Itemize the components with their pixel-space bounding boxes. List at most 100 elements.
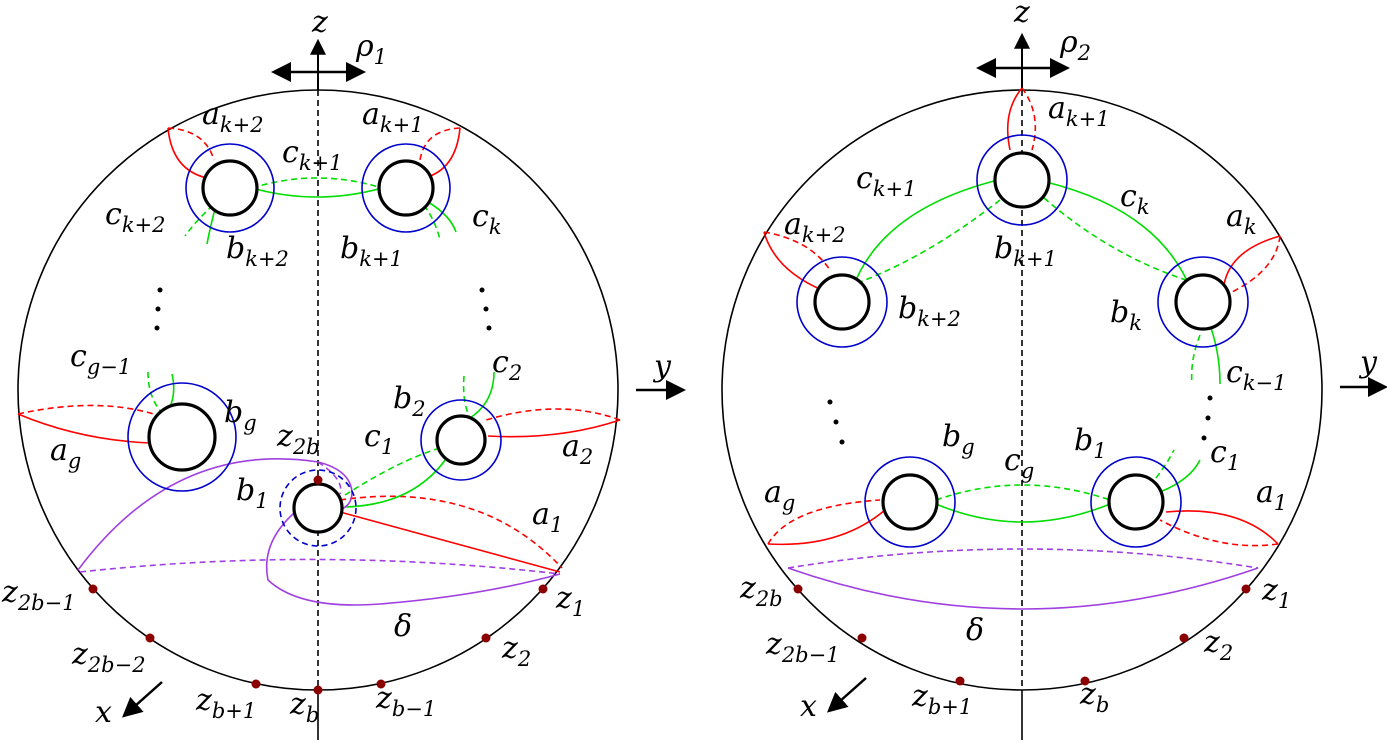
right-ellipsis-dot	[827, 399, 833, 405]
left-hole-1	[292, 482, 344, 534]
right-point-z-2b-1	[857, 633, 867, 643]
right-curve-a-k2-dashed	[763, 231, 831, 271]
right-label-z-2b: z2b	[739, 571, 783, 611]
right-label-c-k: ck	[1120, 179, 1150, 219]
left-curve-c-k-solid	[427, 201, 457, 233]
right-curve-a-k-solid	[1223, 235, 1281, 286]
right-curve-c-k1-dashed	[859, 199, 1001, 283]
left-label-b-1: b1	[236, 473, 269, 513]
left-label-rho: ρ1	[355, 29, 387, 69]
right-label-a-1: a1	[1256, 475, 1287, 515]
right-curve-c-k-solid	[1045, 181, 1193, 293]
left-curve-c-1-dashed	[344, 447, 441, 496]
left-curve-c-1-solid	[344, 455, 449, 508]
left-ellipsis-dot	[154, 325, 160, 331]
left-b-k1-circle	[361, 143, 451, 233]
right-point-z-b	[1080, 676, 1090, 686]
right-ellipsis-dot	[1207, 395, 1213, 401]
right-label-b-g: bg	[942, 419, 975, 459]
right-curve-a-k1-solid	[1006, 87, 1023, 151]
right-label-b-k1: bk+1	[994, 231, 1057, 271]
left-b-k2-circle	[185, 143, 275, 233]
left-label-c-1: c1	[364, 419, 394, 459]
left-ellipsis-dot	[483, 306, 489, 312]
left-label-a-2: a2	[562, 429, 593, 469]
left-label-z-b1p: zb+1	[195, 683, 256, 723]
right-curve-delta-dashed	[787, 548, 1259, 569]
left-b-g-circle	[127, 382, 237, 492]
right-hole-1	[1107, 473, 1165, 531]
left-label-c-g1: cg−1	[70, 339, 131, 379]
right-curve-delta-solid	[787, 567, 1259, 610]
right-curve-a-1-dashed	[1159, 519, 1279, 547]
left-point-z-2	[481, 633, 491, 643]
right-label-a-g: ag	[764, 475, 795, 515]
left-curve-a-1-dashed	[339, 495, 563, 569]
right-hole-k1	[993, 151, 1051, 209]
left-ellipsis-dot	[486, 325, 492, 331]
right-curve-a-k-dashed	[1231, 235, 1281, 293]
left-curve-a-1-solid	[339, 511, 561, 573]
left-label-b-g: bg	[224, 395, 257, 435]
left-point-z-1	[538, 584, 548, 594]
left-point-z-2b-1	[88, 584, 98, 594]
right-ellipsis-dot	[833, 419, 839, 425]
right-label-a-k: ak	[1226, 199, 1257, 239]
left-label-a-k1: ak+1	[362, 97, 424, 137]
left-label-z-2b-2: z2b−2	[71, 637, 146, 677]
left-curve-a-g-dashed	[17, 404, 161, 417]
right-label-b-1: b1	[1074, 423, 1107, 463]
left-curve-a-k1-solid	[423, 127, 461, 179]
left-label-z-axis: z	[311, 5, 328, 40]
left-ellipsis-dot	[157, 287, 163, 293]
right-label-rho: ρ2	[1059, 25, 1091, 65]
left-curve-a-k2-dashed	[167, 127, 215, 161]
left-label-b-k2: bk+2	[226, 231, 289, 271]
left-label-z-b1m: zb−1	[375, 681, 436, 721]
right-label-z-b: zb	[1079, 677, 1109, 717]
right-b-k1-circle	[976, 134, 1068, 226]
right-b-1-circle	[1090, 456, 1182, 548]
left-curve-a-k2-solid	[167, 127, 208, 179]
left-point-z-b	[313, 685, 323, 695]
right-hole-g	[881, 473, 939, 531]
right-label-c-k1: ck+1	[856, 161, 917, 201]
right-label-delta: δ	[966, 613, 984, 648]
left-label-c-k1: ck+1	[282, 135, 343, 175]
left-label-delta: δ	[394, 609, 412, 644]
right-curve-c-k-dashed	[1043, 197, 1187, 281]
right-ellipsis-dot	[839, 439, 845, 445]
right-x-arrow	[827, 677, 867, 713]
right-label-a-k2: ak+2	[784, 207, 846, 247]
right-label-c-1: c1	[1210, 435, 1240, 475]
right-hole-k2	[813, 273, 871, 331]
right-curve-c-k1-solid	[851, 179, 999, 291]
left-point-z-2b-2	[145, 633, 155, 643]
left-curve-c-2-dashed	[462, 375, 471, 419]
right-label-y-axis: y	[1358, 345, 1378, 380]
right-label-c-km1: ck−1	[1226, 355, 1287, 395]
right-label-b-k: bk	[1110, 295, 1142, 335]
right-ellipsis-dot	[1201, 435, 1207, 441]
left-label-a-k2: ak+2	[202, 97, 264, 137]
left-label-c-2: c2	[492, 345, 522, 385]
left-label-z-b: zb	[289, 687, 319, 727]
left-ellipsis-dot	[155, 306, 161, 312]
right-label-z-1: z1	[1261, 573, 1291, 613]
left-point-z-2b	[313, 475, 323, 485]
left-b-2-circle	[420, 399, 502, 481]
right-curve-a-k2-solid	[763, 231, 823, 291]
left-panel: z ρ1 y x ak+2 ak+1 ck+1 ck+2 ck bk+2 bk+…	[1, 5, 686, 740]
left-label-a-1: a1	[532, 497, 563, 537]
right-point-z-2b	[793, 584, 803, 594]
left-label-c-k: ck	[472, 199, 502, 239]
right-point-z-2	[1179, 633, 1189, 643]
left-label-z-1: z1	[555, 581, 585, 621]
right-b-k2-circle	[796, 256, 888, 348]
right-label-z-b1p: zb+1	[911, 679, 972, 719]
left-point-z-b1p	[251, 679, 261, 689]
left-point-z-b1m	[376, 679, 386, 689]
right-curve-c-1-solid	[1159, 459, 1201, 493]
left-label-z-2b: z2b	[276, 419, 320, 459]
left-label-z-2b-1: z2b−1	[1, 575, 76, 615]
